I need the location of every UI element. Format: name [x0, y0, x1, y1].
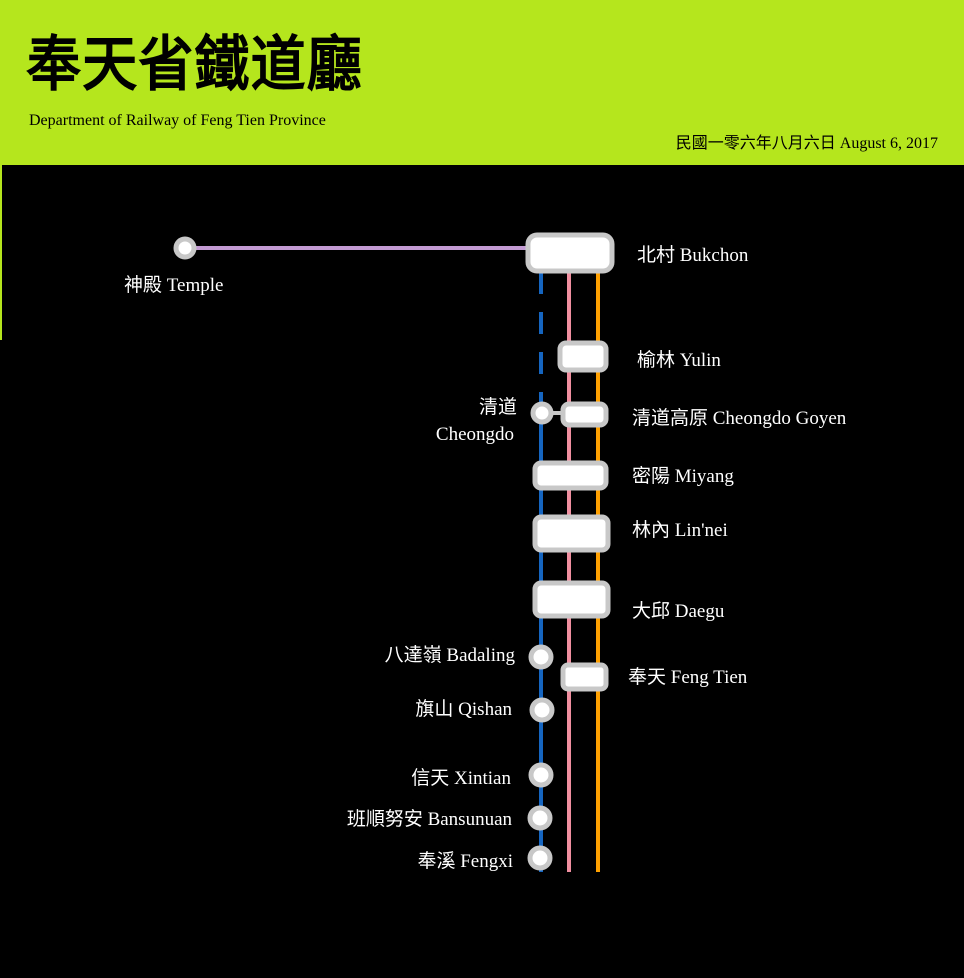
label-linnei: 林內 Lin'nei [632, 519, 728, 541]
station-temple[interactable] [173, 236, 197, 260]
label-xintian: 信天 Xintian [411, 767, 511, 789]
station-linnei[interactable] [532, 514, 611, 553]
station-bansunuan[interactable] [527, 805, 553, 831]
station-cheongdo[interactable] [530, 401, 554, 425]
label-qishan: 旗山 Qishan [415, 698, 512, 720]
station-bukchon[interactable] [525, 232, 615, 274]
label-cheongdo-goyen: 清道高原 Cheongdo Goyen [632, 407, 847, 429]
header-banner: 奉天省鐵道廳 Department of Railway of Feng Tie… [0, 0, 964, 165]
label-bansunuan: 班順努安 Bansunuan [347, 808, 513, 830]
date-label: 民國一零六年八月六日 August 6, 2017 [675, 135, 938, 152]
station-yulin[interactable] [557, 340, 609, 373]
label-yulin: 榆林 Yulin [637, 349, 721, 371]
label-temple: 神殿 Temple [124, 274, 223, 296]
station-badaling[interactable] [528, 644, 554, 670]
label-badaling: 八達嶺 Badaling [385, 644, 516, 666]
label-fengtien: 奉天 Feng Tien [628, 666, 748, 688]
page-subtitle: Department of Railway of Feng Tien Provi… [29, 112, 326, 129]
station-cheongdo-goyen[interactable] [560, 401, 609, 428]
station-miyang[interactable] [532, 460, 609, 491]
station-daegu[interactable] [532, 580, 611, 619]
page-title: 奉天省鐵道廳 [26, 30, 363, 100]
station-qishan[interactable] [529, 697, 555, 723]
label-cheongdo-zh: 清道 [479, 396, 517, 418]
label-cheongdo-en: Cheongdo [436, 424, 514, 445]
label-fengxi: 奉溪 Fengxi [417, 850, 513, 872]
label-daegu: 大邱 Daegu [632, 600, 725, 622]
label-bukchon: 北村 Bukchon [637, 244, 749, 266]
label-miyang: 密陽 Miyang [632, 465, 734, 487]
station-fengtien[interactable] [560, 662, 609, 692]
header-edge [0, 165, 2, 340]
station-xintian[interactable] [528, 762, 554, 788]
station-fengxi[interactable] [527, 845, 553, 871]
